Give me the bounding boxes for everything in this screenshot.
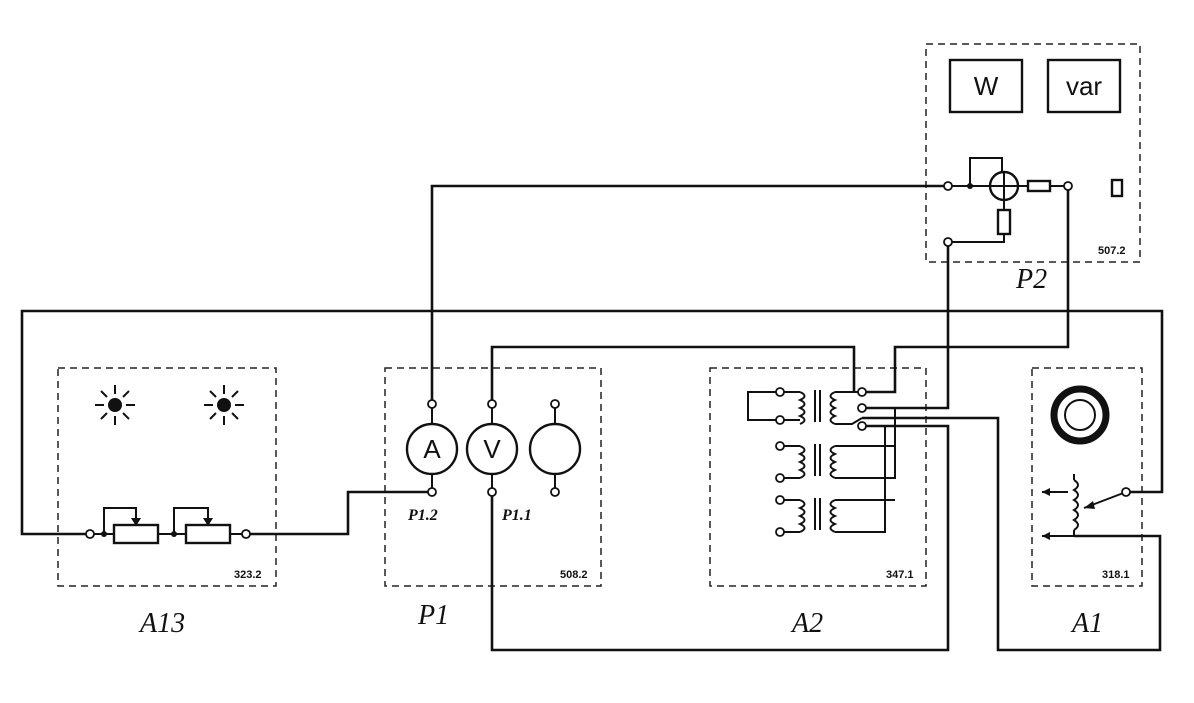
a2-module-box bbox=[709, 367, 927, 587]
watt-display bbox=[948, 58, 1024, 114]
p2-module-label: P2 bbox=[1015, 264, 1047, 295]
p1-1-port-label: P1.1 bbox=[501, 507, 532, 524]
wattmeter-sensor-icon bbox=[943, 157, 1073, 247]
p1-2-port-label: P1.2 bbox=[407, 507, 438, 524]
p2-module-code: 507.2 bbox=[1098, 245, 1126, 257]
rheostat-1-icon bbox=[112, 523, 160, 545]
a13-module-label: A13 bbox=[138, 608, 185, 639]
p1-module-label: P1 bbox=[417, 600, 449, 631]
fuse-icon bbox=[1110, 178, 1124, 198]
ammeter-symbol: A bbox=[423, 434, 441, 464]
autotransformer-icon bbox=[1042, 474, 1131, 540]
rheostats bbox=[85, 507, 251, 545]
a2-module-label: A2 bbox=[790, 608, 823, 639]
lamp-1-icon bbox=[95, 385, 135, 425]
voltmeter: V bbox=[465, 399, 519, 497]
lamp-2-icon bbox=[204, 385, 244, 425]
rheostat-2-icon bbox=[184, 523, 232, 545]
a2-module-code: 347.1 bbox=[886, 569, 914, 581]
var-display-label: var bbox=[1066, 71, 1102, 101]
ammeter: A bbox=[405, 399, 459, 497]
transformer-icon bbox=[747, 387, 896, 537]
a1-module-code: 318.1 bbox=[1102, 569, 1130, 581]
wiring bbox=[20, 184, 1164, 652]
a1-module-box bbox=[1031, 367, 1143, 587]
p1-module-code: 508.2 bbox=[560, 569, 588, 581]
var-display bbox=[1046, 58, 1122, 114]
a13-module-code: 323.2 bbox=[234, 569, 262, 581]
a13-module-box bbox=[57, 367, 277, 587]
voltmeter-symbol: V bbox=[483, 434, 501, 464]
power-knob-icon bbox=[1050, 385, 1110, 445]
unused-meter bbox=[528, 399, 582, 497]
a1-module-label: A1 bbox=[1070, 608, 1103, 639]
watt-display-label: W bbox=[974, 71, 999, 101]
